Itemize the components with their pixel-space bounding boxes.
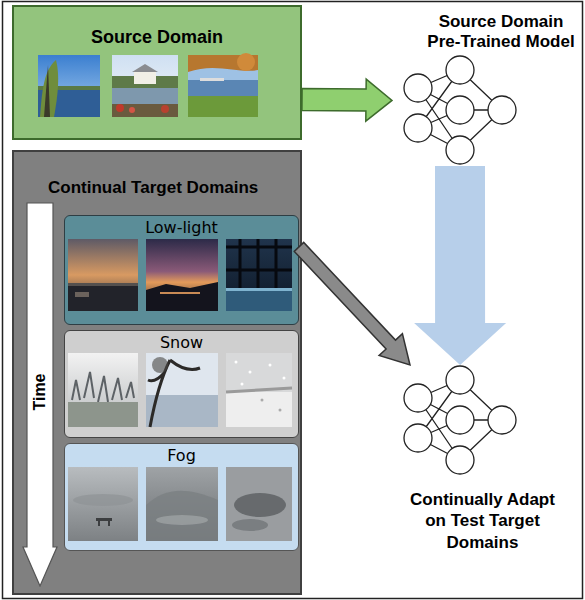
node-label: Source Domain Pre-Trained Model xyxy=(392,6,582,53)
lake-photo xyxy=(38,55,100,117)
domain-panel: Fog xyxy=(64,443,299,551)
lake-photo xyxy=(112,55,178,117)
source-domain-box: Source Domain xyxy=(12,5,302,140)
fog-photo xyxy=(146,467,218,541)
frame-border xyxy=(3,2,583,599)
node-label: Continually Adapt on Test Target Domains xyxy=(403,365,563,553)
node-label: Continual Target Domains xyxy=(14,152,300,198)
low-light-photo xyxy=(146,239,218,311)
node-label: Fog xyxy=(65,444,298,465)
node-label: Snow xyxy=(65,331,298,352)
lake-photo xyxy=(188,53,258,117)
block-arrow xyxy=(294,242,410,365)
domain-panel: Snow xyxy=(64,330,299,438)
fog-photo xyxy=(68,467,138,541)
block-arrow xyxy=(302,79,392,121)
model-node: Continually Adapt on Test Target Domains xyxy=(385,365,580,587)
low-light-photo xyxy=(68,239,138,311)
neural-network xyxy=(404,366,516,474)
time-arrow: Time xyxy=(22,202,58,587)
block-arrow xyxy=(414,166,506,365)
snow-photo xyxy=(68,353,138,427)
fog-photo xyxy=(226,467,292,541)
low-light-photo xyxy=(226,239,292,311)
neural-network xyxy=(404,56,516,164)
axis-label: Time xyxy=(31,373,49,410)
snow-photo xyxy=(226,353,292,427)
domain-panel: Low-light xyxy=(64,215,299,325)
model-node: Source Domain Pre-Trained Model xyxy=(392,6,582,166)
node-label: Low-light xyxy=(65,216,298,237)
target-domains-box: Continual Target DomainsTime Low-lightSno… xyxy=(12,150,302,595)
node-label: Source Domain xyxy=(14,7,300,48)
snow-photo xyxy=(146,353,218,427)
